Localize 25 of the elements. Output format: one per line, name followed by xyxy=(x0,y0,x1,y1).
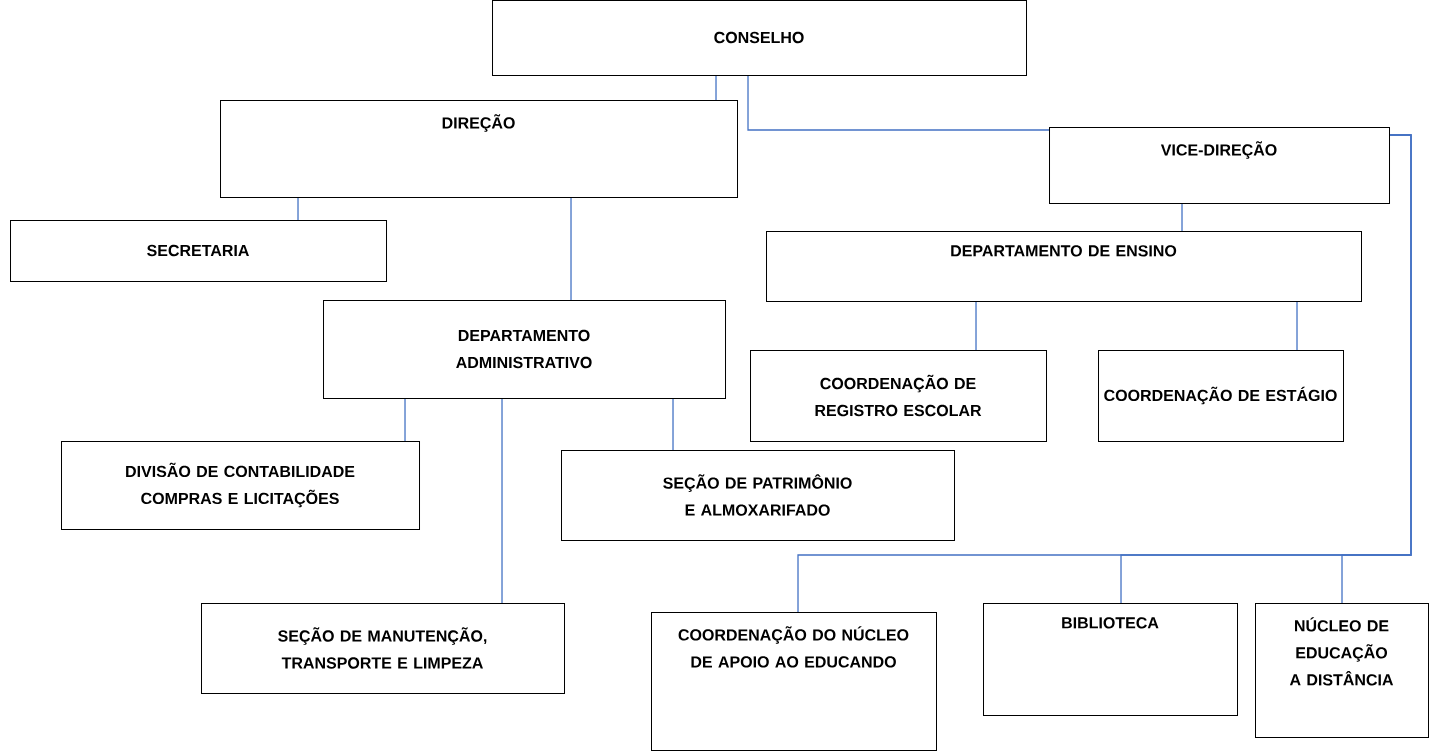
connector-line xyxy=(672,398,674,451)
connector-line xyxy=(1181,203,1183,232)
org-box: COORDENAÇÃO DO NÚCLEO DE APOIO AO EDUCANDO xyxy=(651,612,937,751)
org-box: COORDENAÇÃO DE REGISTRO ESCOLAR xyxy=(750,350,1047,442)
connector-line xyxy=(1341,134,1412,604)
org-box: NÚCLEO DE EDUCAÇÃO A DISTÂNCIA xyxy=(1255,603,1429,738)
connector-line xyxy=(404,398,406,442)
org-box: COORDENAÇÃO DE ESTÁGIO xyxy=(1098,350,1344,442)
org-box: DIVISÃO DE CONTABILIDADE COMPRAS E LICITAÇÕES xyxy=(61,441,420,530)
org-box: VICE-DIREÇÃO xyxy=(1049,127,1390,204)
connector-line xyxy=(501,398,503,604)
org-box: SEÇÃO DE PATRIMÔNIO E ALMOXARIFADO xyxy=(561,450,955,541)
connector-line xyxy=(297,197,299,221)
org-box: BIBLIOTECA xyxy=(983,603,1238,716)
org-box: DEPARTAMENTO ADMINISTRATIVO xyxy=(323,300,726,399)
connector-line xyxy=(975,301,977,351)
org-box: SEÇÃO DE MANUTENÇÃO, TRANSPORTE E LIMPEZA xyxy=(201,603,565,694)
org-box: CONSELHO xyxy=(492,0,1027,76)
org-box: DEPARTAMENTO DE ENSINO xyxy=(766,231,1362,302)
org-box: SECRETARIA xyxy=(10,220,387,282)
org-box: DIREÇÃO xyxy=(220,100,738,198)
connector-line xyxy=(715,75,717,101)
connector-line xyxy=(747,75,1050,131)
connector-line xyxy=(1296,301,1298,351)
connector-line xyxy=(570,197,572,301)
